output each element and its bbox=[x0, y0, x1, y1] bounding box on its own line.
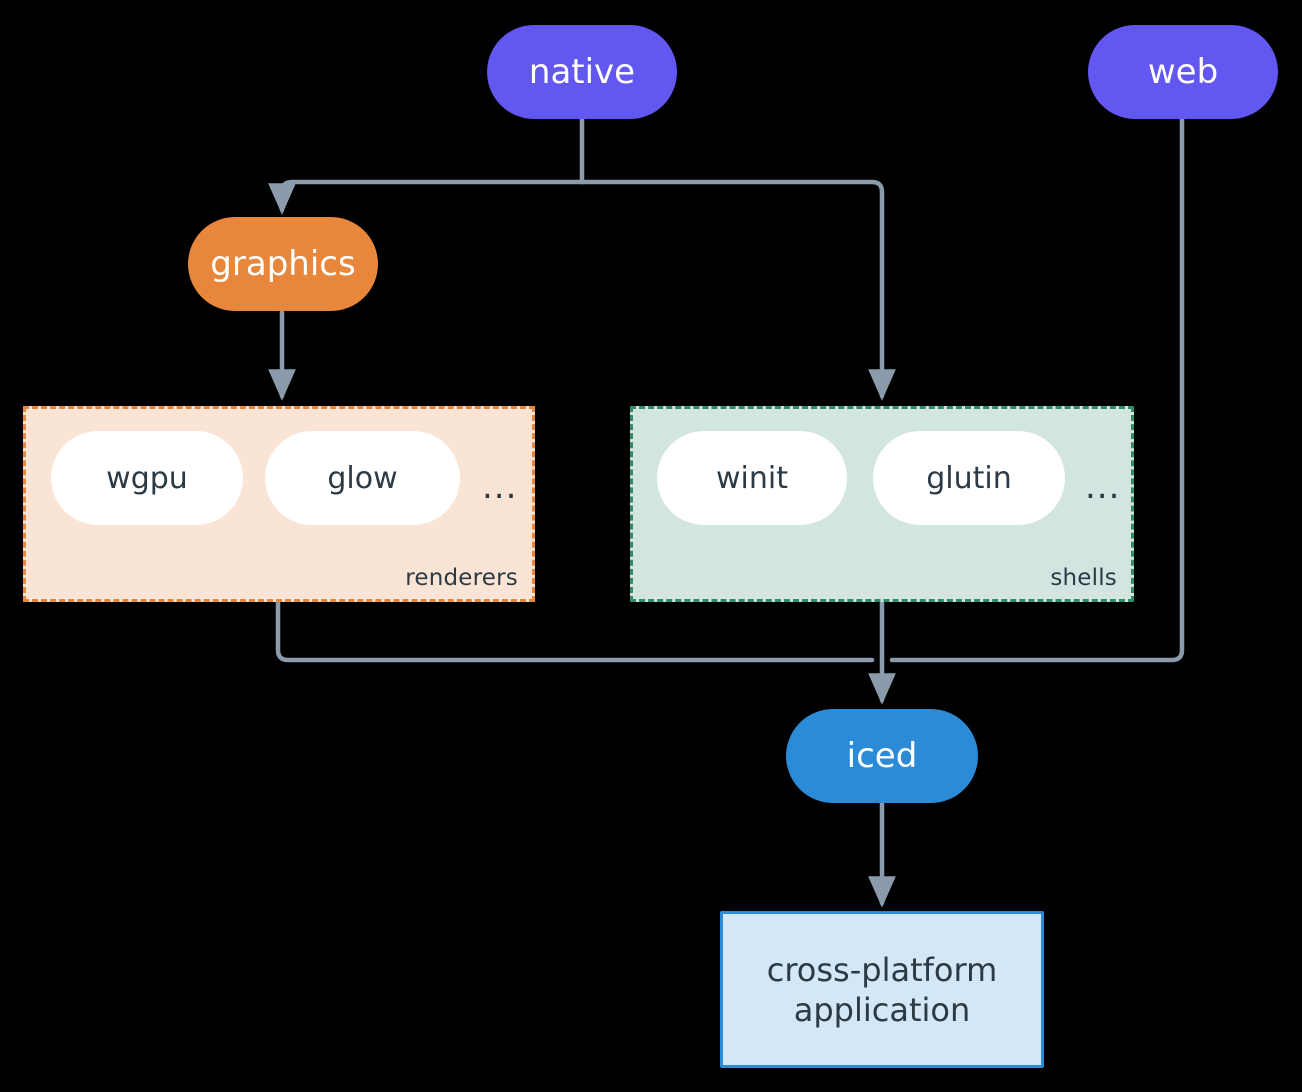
group-shells-label: shells bbox=[1050, 565, 1117, 591]
group-item-winit[interactable]: winit bbox=[657, 431, 847, 525]
group-item-glow-label: glow bbox=[327, 460, 398, 496]
node-graphics-label: graphics bbox=[210, 243, 356, 284]
edge-native-to-shells bbox=[579, 179, 896, 401]
group-renderers-label: renderers bbox=[405, 565, 518, 591]
node-native-label: native bbox=[528, 51, 636, 92]
node-iced[interactable]: iced bbox=[786, 709, 978, 803]
node-web-label: web bbox=[1147, 51, 1219, 92]
group-shells-overflow-ellipsis: ... bbox=[1085, 467, 1121, 507]
group-item-wgpu-label: wgpu bbox=[106, 460, 188, 496]
edge-renderers-to-iced bbox=[275, 599, 875, 663]
group-item-glutin-label: glutin bbox=[926, 460, 1012, 496]
node-web[interactable]: web bbox=[1088, 25, 1278, 119]
node-application[interactable]: cross-platform application bbox=[720, 911, 1044, 1068]
node-iced-label: iced bbox=[846, 735, 918, 776]
group-item-wgpu[interactable]: wgpu bbox=[51, 431, 243, 525]
group-item-winit-label: winit bbox=[716, 460, 788, 496]
group-renderers-overflow-ellipsis: ... bbox=[482, 467, 518, 507]
group-renderers: wgpu glow ... renderers bbox=[23, 406, 535, 602]
group-item-glow[interactable]: glow bbox=[265, 431, 460, 525]
node-graphics[interactable]: graphics bbox=[188, 217, 378, 311]
group-shells: winit glutin ... shells bbox=[630, 406, 1134, 602]
node-native[interactable]: native bbox=[487, 25, 677, 119]
node-application-label-line1: cross-platform bbox=[766, 950, 998, 989]
node-application-label-line2: application bbox=[793, 990, 971, 1029]
edge-native-to-graphics bbox=[268, 179, 585, 215]
group-item-glutin[interactable]: glutin bbox=[873, 431, 1065, 525]
